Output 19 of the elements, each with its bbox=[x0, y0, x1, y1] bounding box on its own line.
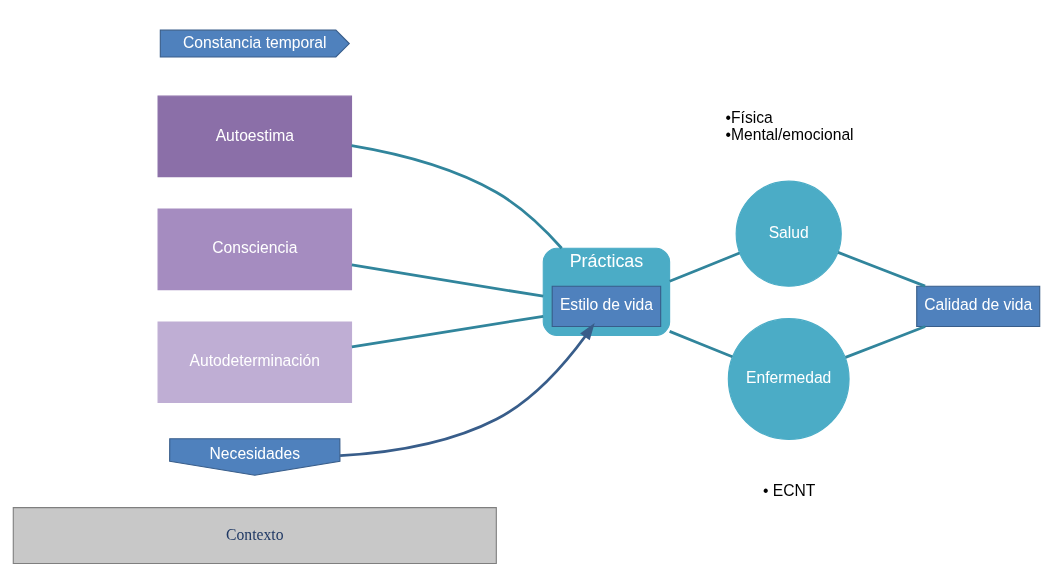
node-circle: Enfermedad bbox=[727, 317, 850, 440]
node-circle: Salud bbox=[735, 180, 842, 287]
node-box: Consciencia bbox=[157, 208, 353, 290]
node-box: Contexto bbox=[12, 506, 497, 564]
node-box: Autodeterminación bbox=[157, 320, 353, 403]
connector bbox=[669, 329, 733, 358]
connector bbox=[837, 250, 926, 287]
arrow bbox=[340, 322, 595, 457]
connector bbox=[351, 263, 544, 298]
node-box: Estilo de vida bbox=[551, 285, 662, 327]
node-box: Calidad de vida bbox=[916, 285, 1041, 327]
connector bbox=[351, 314, 544, 348]
connector bbox=[669, 251, 741, 283]
node-label: •Física bbox=[725, 108, 773, 126]
connector bbox=[845, 324, 926, 359]
node-box: Autoestima bbox=[157, 95, 353, 177]
node-label: •Mental/emocional bbox=[725, 125, 854, 143]
connector bbox=[351, 143, 563, 249]
node-label: • ECNT bbox=[762, 481, 816, 499]
